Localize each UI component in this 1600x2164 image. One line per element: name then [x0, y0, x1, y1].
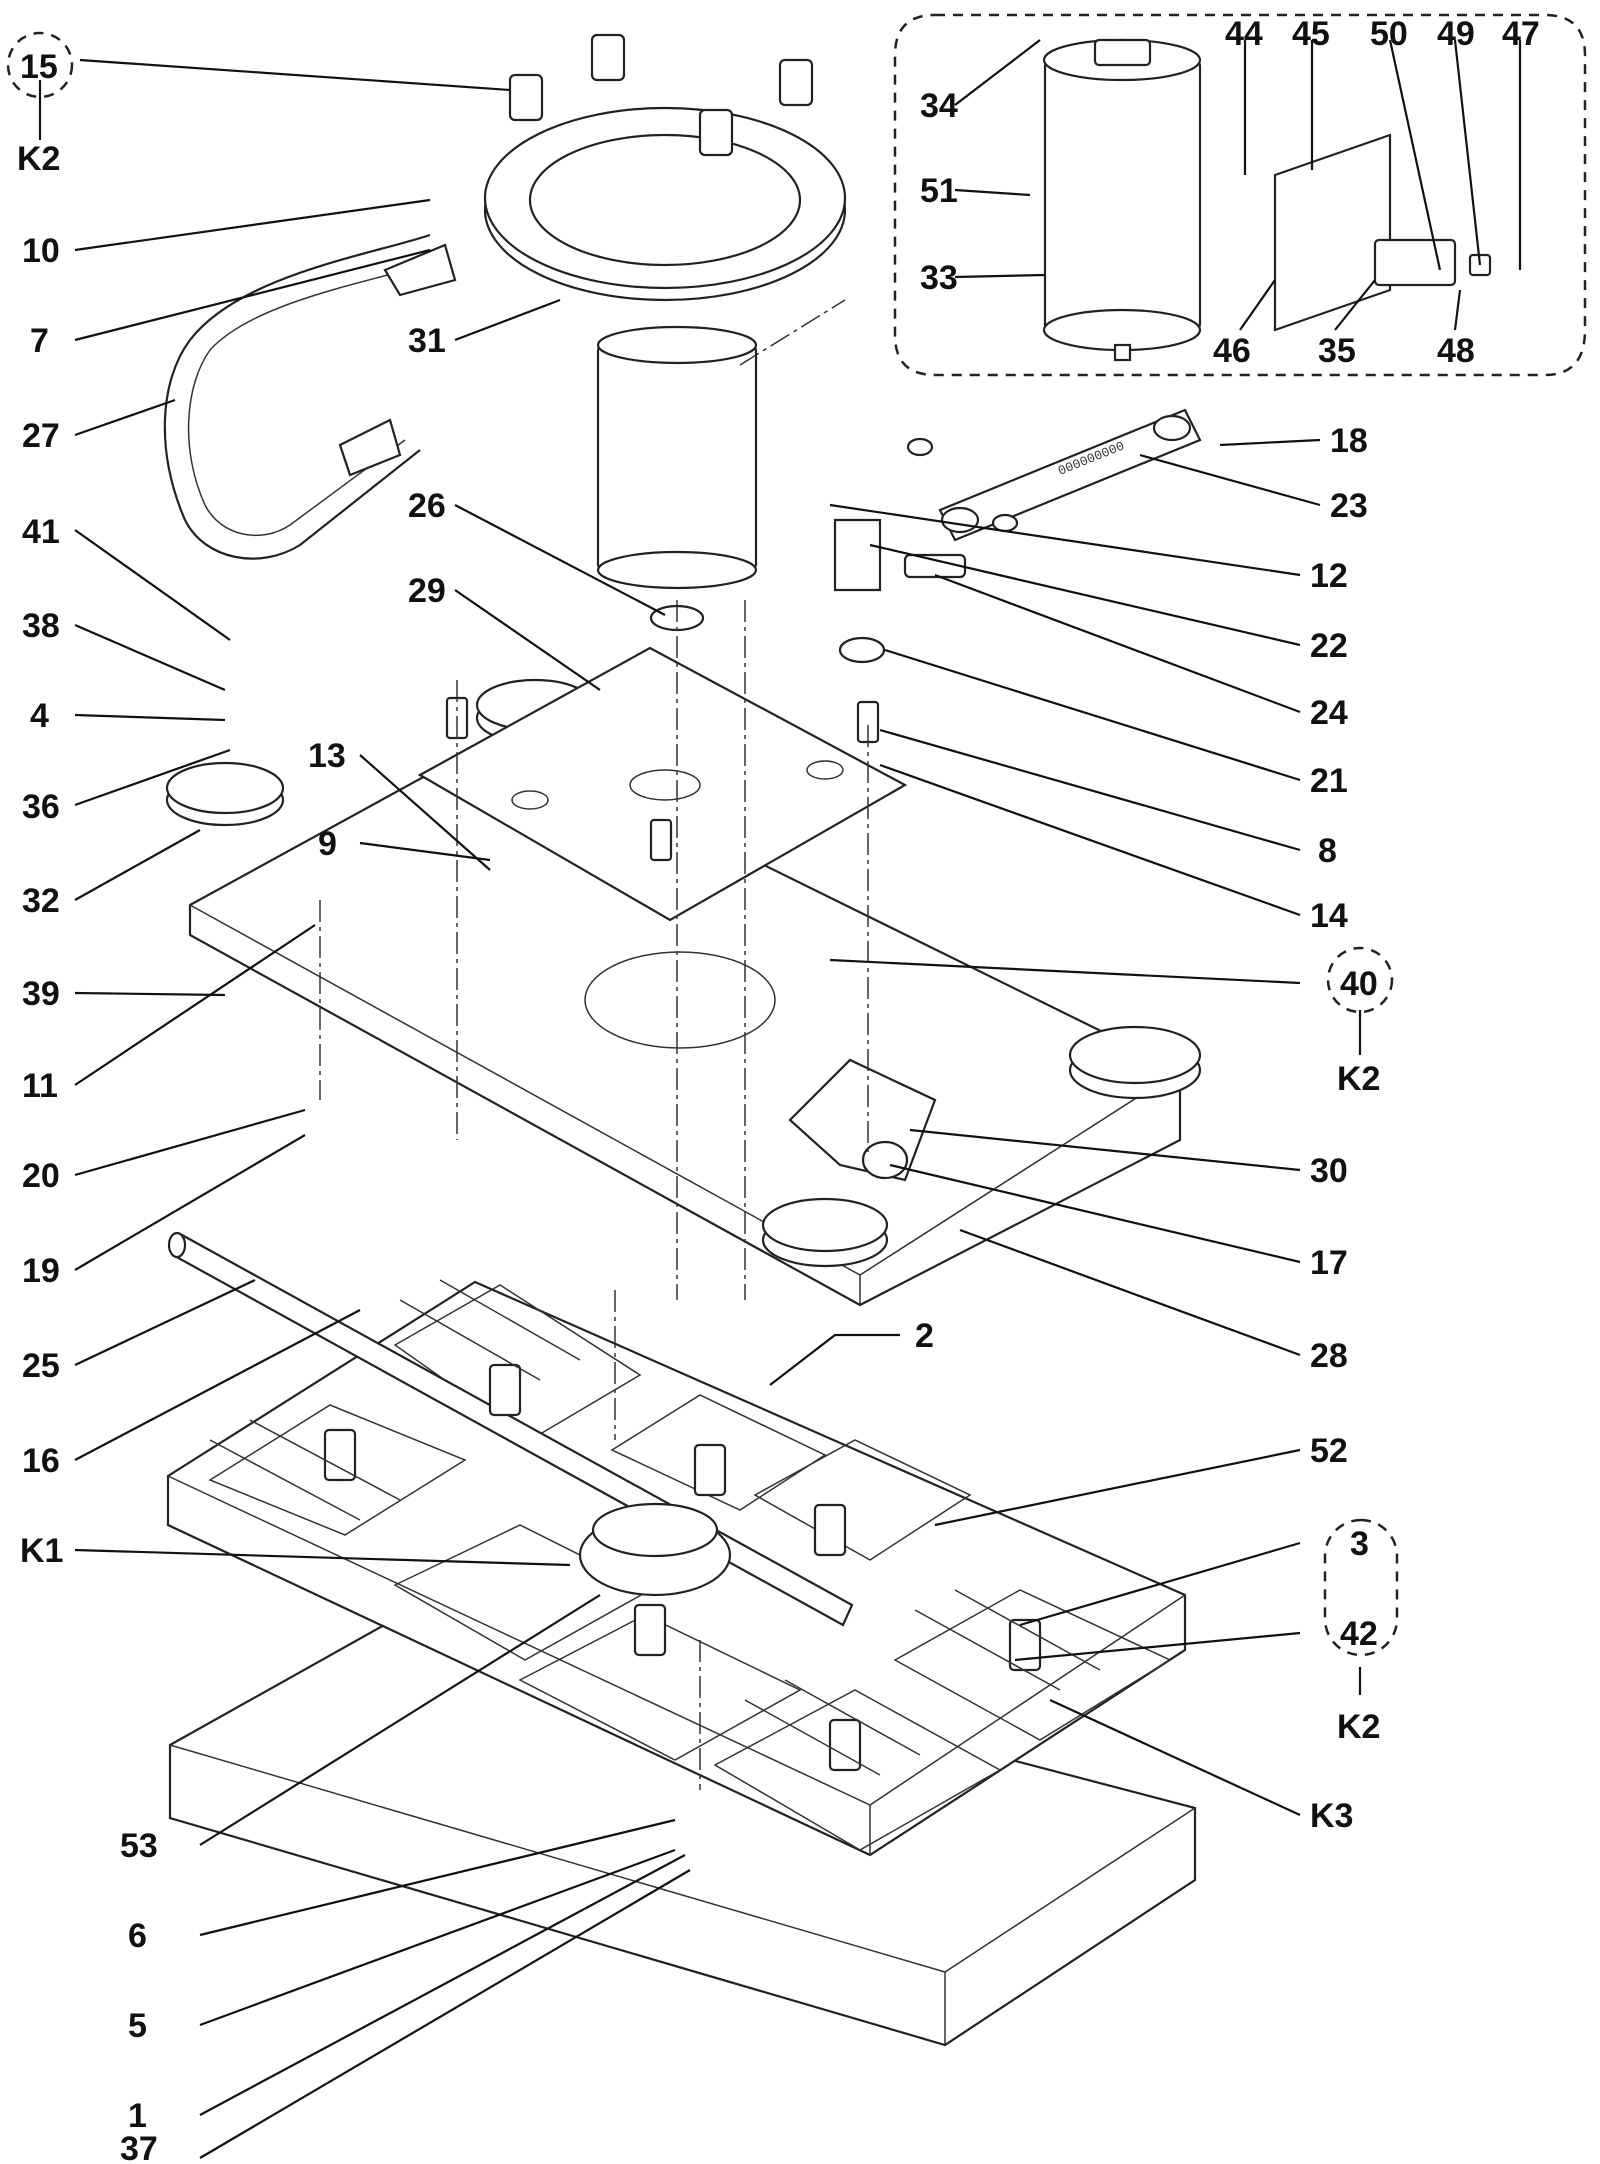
callout-k2-bottom: K2 [1337, 1708, 1380, 1746]
callout-9: 9 [318, 825, 337, 863]
callout-5: 5 [128, 2007, 147, 2045]
group-capsule-3-42 [1323, 1518, 1399, 1657]
callout-6: 6 [128, 1917, 147, 1955]
callout-18: 18 [1330, 422, 1368, 460]
callout-4: 4 [30, 697, 49, 735]
group-circle-15 [6, 31, 74, 99]
pulleys [165, 678, 1202, 1268]
callout-48: 48 [1437, 332, 1475, 370]
callout-52: 52 [1310, 1432, 1348, 1470]
pad-motors [323, 1363, 1042, 1772]
callout-39: 39 [22, 975, 60, 1013]
callout-k2-top: K2 [17, 140, 60, 178]
callout-36: 36 [22, 788, 60, 826]
callout-31: 31 [408, 322, 446, 360]
callout-3: 3 [1350, 1525, 1369, 1563]
drawing: 000000000 [163, 13, 1587, 2047]
callout-13: 13 [308, 737, 346, 775]
callout-44: 44 [1225, 15, 1263, 53]
callout-7: 7 [30, 322, 49, 360]
handle-bar [163, 233, 431, 560]
callout-8: 8 [1318, 832, 1337, 870]
callout-1: 1 [128, 2097, 147, 2135]
callout-32: 32 [22, 882, 60, 920]
callout-37: 37 [120, 2130, 158, 2164]
callout-49: 49 [1437, 15, 1475, 53]
callout-38: 38 [22, 607, 60, 645]
callout-k2-mid: K2 [1337, 1060, 1380, 1098]
detail-box [893, 13, 1587, 377]
leader-lines [38, 39, 1522, 2159]
callout-14: 14 [1310, 897, 1348, 935]
callout-28: 28 [1310, 1337, 1348, 1375]
callout-33: 33 [920, 259, 958, 297]
dampers [508, 33, 814, 157]
detail-motor [1043, 58, 1202, 332]
callout-22: 22 [1310, 627, 1348, 665]
callout-27: 27 [22, 417, 60, 455]
callout-46: 46 [1213, 332, 1251, 370]
callout-45: 45 [1292, 15, 1330, 53]
callout-k3: K3 [1310, 1797, 1353, 1835]
detail-bracket [1273, 133, 1392, 332]
callout-20: 20 [22, 1157, 60, 1195]
callout-15: 15 [20, 48, 58, 86]
callout-10: 10 [22, 232, 60, 270]
callout-labels: 15 K2 10 7 27 41 38 4 36 32 39 11 20 19 … [17, 15, 1540, 2164]
motor-body [596, 343, 758, 572]
callout-47: 47 [1502, 15, 1540, 53]
callout-53: 53 [120, 1827, 158, 1865]
callout-41: 41 [22, 513, 60, 551]
callout-35: 35 [1318, 332, 1356, 370]
callout-11: 11 [22, 1067, 58, 1105]
callout-42: 42 [1340, 1615, 1378, 1653]
callout-40: 40 [1340, 965, 1378, 1003]
callout-51: 51 [920, 172, 958, 210]
callout-24: 24 [1310, 694, 1348, 732]
callout-23: 23 [1330, 487, 1368, 525]
callout-16: 16 [22, 1442, 60, 1480]
callout-12: 12 [1310, 557, 1348, 595]
callout-30: 30 [1310, 1152, 1348, 1190]
pad-left [208, 1404, 467, 1536]
callout-19: 19 [22, 1252, 60, 1290]
callout-17: 17 [1310, 1244, 1348, 1282]
group-circle-40 [1326, 946, 1394, 1014]
callout-34: 34 [920, 87, 958, 125]
callout-21: 21 [1310, 762, 1348, 800]
callout-50: 50 [1370, 15, 1408, 53]
callout-k1: K1 [20, 1532, 63, 1570]
callout-29: 29 [408, 572, 446, 610]
callout-26: 26 [408, 487, 446, 525]
callout-25: 25 [22, 1347, 60, 1385]
callout-2: 2 [915, 1317, 934, 1355]
mounting-plate [417, 646, 908, 922]
